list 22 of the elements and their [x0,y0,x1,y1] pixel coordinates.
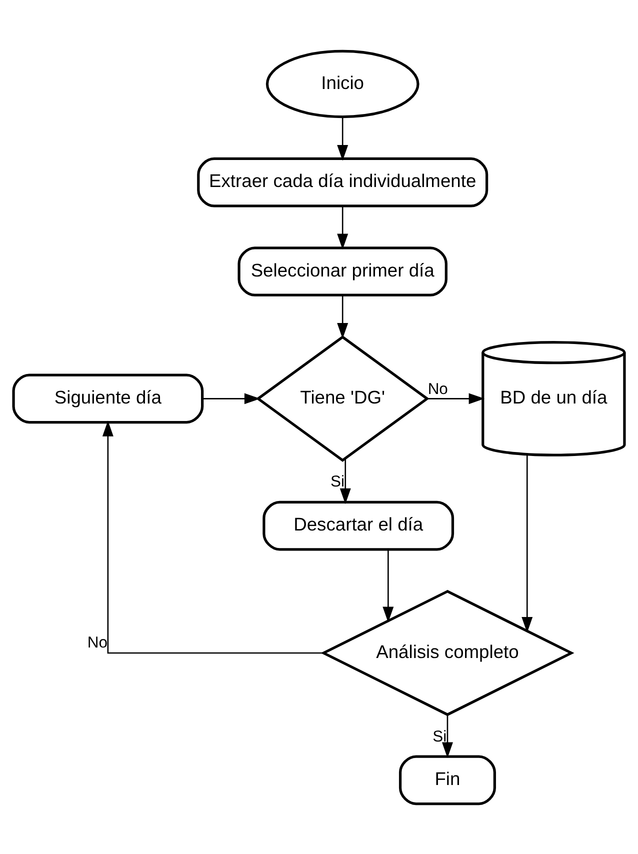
arrow [337,294,348,338]
node-ellipse: Inicio [266,49,420,118]
edge-label: Si [330,472,344,490]
edge-label: Si [432,728,447,745]
arrow [337,116,348,160]
arrow [337,206,348,250]
node-box: Seleccionar primer día [238,246,448,296]
edge-label: No [87,634,108,652]
arrow [102,420,324,654]
node-box: Fin [398,754,496,805]
arrow [382,549,394,622]
arrow [522,454,533,632]
arrow [427,392,485,404]
node-diamond: Tiene 'DG' [256,334,430,462]
edge-label: No [428,380,448,398]
arrow [340,458,351,504]
node-box: Extraer cada día individualmente [197,156,488,207]
arrow [442,714,453,758]
node-box: Descartar el día [262,500,454,550]
node-box: Siguiente día [12,373,204,424]
node-diamond: Análisis completo [320,589,574,716]
arrow [202,392,260,404]
